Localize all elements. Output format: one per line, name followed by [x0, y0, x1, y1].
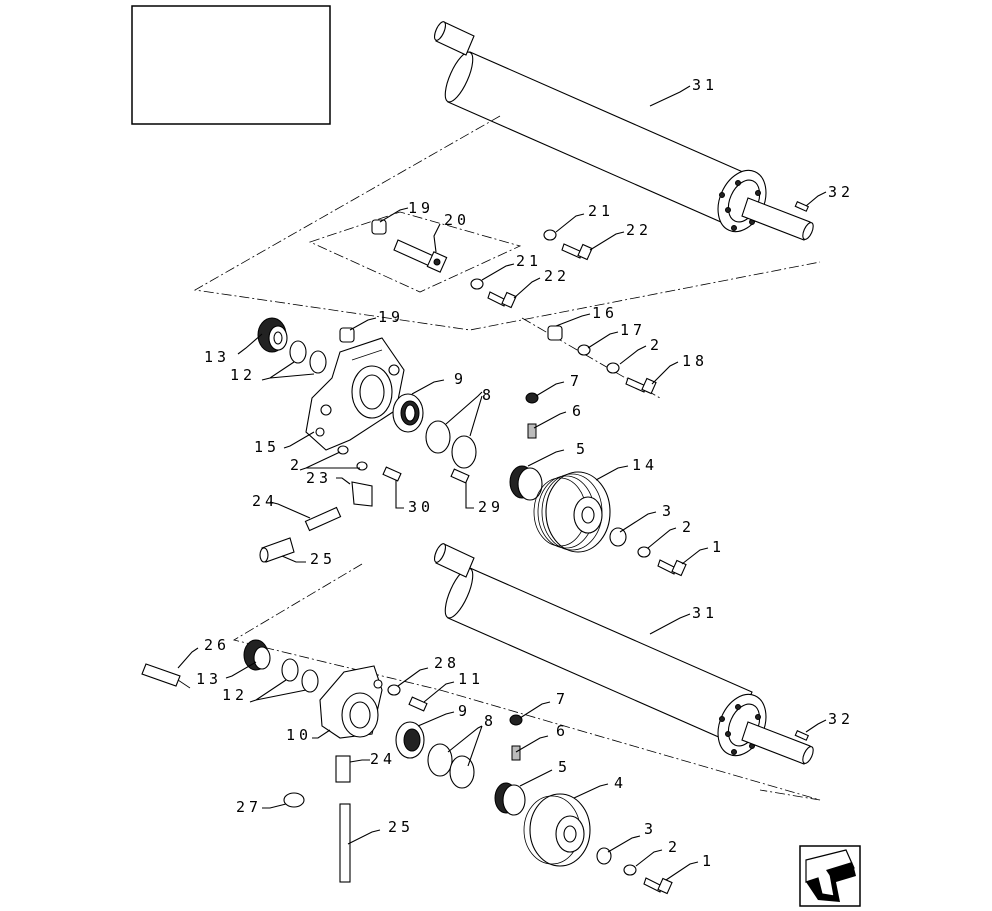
callout-2-b: 2 [290, 456, 303, 474]
callout-30: 30 [408, 498, 434, 516]
callout-3-upper: 3 [662, 502, 675, 520]
bushing-13-lower [243, 639, 271, 671]
callout-14: 14 [632, 456, 658, 474]
boundary-upper [193, 115, 821, 331]
callout-32-lower: 32 [828, 710, 854, 728]
callout-13-lower: 13 [196, 670, 222, 688]
callout-26: 26 [204, 636, 230, 654]
callout-1-upper: 1 [712, 538, 725, 556]
callout-19-lower: 19 [378, 308, 404, 326]
key-32-upper [794, 201, 810, 212]
callout-7-lower: 7 [556, 690, 569, 708]
callout-2-a: 2 [650, 336, 663, 354]
bushing-19 [339, 327, 355, 343]
bushing-13-upper [257, 317, 288, 353]
callout-21-a: 21 [588, 202, 614, 220]
callout-22-b: 22 [544, 267, 570, 285]
callout-1-lower: 1 [702, 852, 715, 870]
callout-32-upper: 32 [828, 183, 854, 201]
callout-5-lower: 5 [558, 758, 571, 776]
roller-lower [433, 543, 814, 765]
key-32-lower [794, 730, 810, 741]
callout-31-upper: 31 [692, 76, 718, 94]
callout-31-lower: 31 [692, 604, 718, 622]
callout-27: 27 [236, 798, 262, 816]
callout-24-upper: 24 [252, 492, 278, 510]
callout-12-lower: 12 [222, 686, 248, 704]
callout-22-a: 22 [626, 221, 652, 239]
callout-5-upper: 5 [576, 440, 589, 458]
housing-10 [319, 665, 383, 739]
callout-10: 10 [286, 726, 312, 744]
callout-23: 23 [306, 469, 332, 487]
callout-12-upper: 12 [230, 366, 256, 384]
callout-6-lower: 6 [556, 722, 569, 740]
pulley-14 [533, 471, 611, 553]
boundary-lower [232, 563, 821, 801]
callout-9-lower: 9 [458, 702, 471, 720]
callout-2-c: 2 [682, 518, 695, 536]
callout-18: 18 [682, 352, 708, 370]
callout-15: 15 [254, 438, 280, 456]
callout-28: 28 [434, 654, 460, 672]
callout-19-upper: 19 [408, 199, 434, 217]
callout-7-upper: 7 [570, 372, 583, 390]
callout-21-b: 21 [516, 252, 542, 270]
pin-20 [393, 239, 448, 273]
callout-16: 16 [592, 304, 618, 322]
title-box [131, 5, 331, 125]
pulley-4 [523, 793, 591, 867]
callout-8-upper: 8 [482, 386, 495, 404]
callout-13-upper: 13 [204, 348, 230, 366]
callout-20: 20 [444, 211, 470, 229]
bearing-housing-15 [305, 337, 405, 451]
callout-25-upper: 25 [310, 550, 336, 568]
callout-6-upper: 6 [572, 402, 585, 420]
callout-11: 11 [458, 670, 484, 688]
callout-24-lower: 24 [370, 750, 396, 768]
callout-29: 29 [478, 498, 504, 516]
callout-9-upper: 9 [454, 370, 467, 388]
callout-8-lower: 8 [484, 712, 497, 730]
callout-2-d: 2 [668, 838, 681, 856]
previous-page-arrow-icon[interactable] [799, 845, 861, 907]
roller-upper [433, 21, 814, 241]
callout-labels: 31 32 19 20 21 22 21 22 19 16 17 2 18 13… [196, 76, 854, 870]
callout-4: 4 [614, 774, 627, 792]
callout-25-lower: 25 [388, 818, 414, 836]
callout-3-lower: 3 [644, 820, 657, 838]
leader-lines [177, 85, 827, 881]
callout-17: 17 [620, 321, 646, 339]
ring-12a [289, 340, 307, 364]
